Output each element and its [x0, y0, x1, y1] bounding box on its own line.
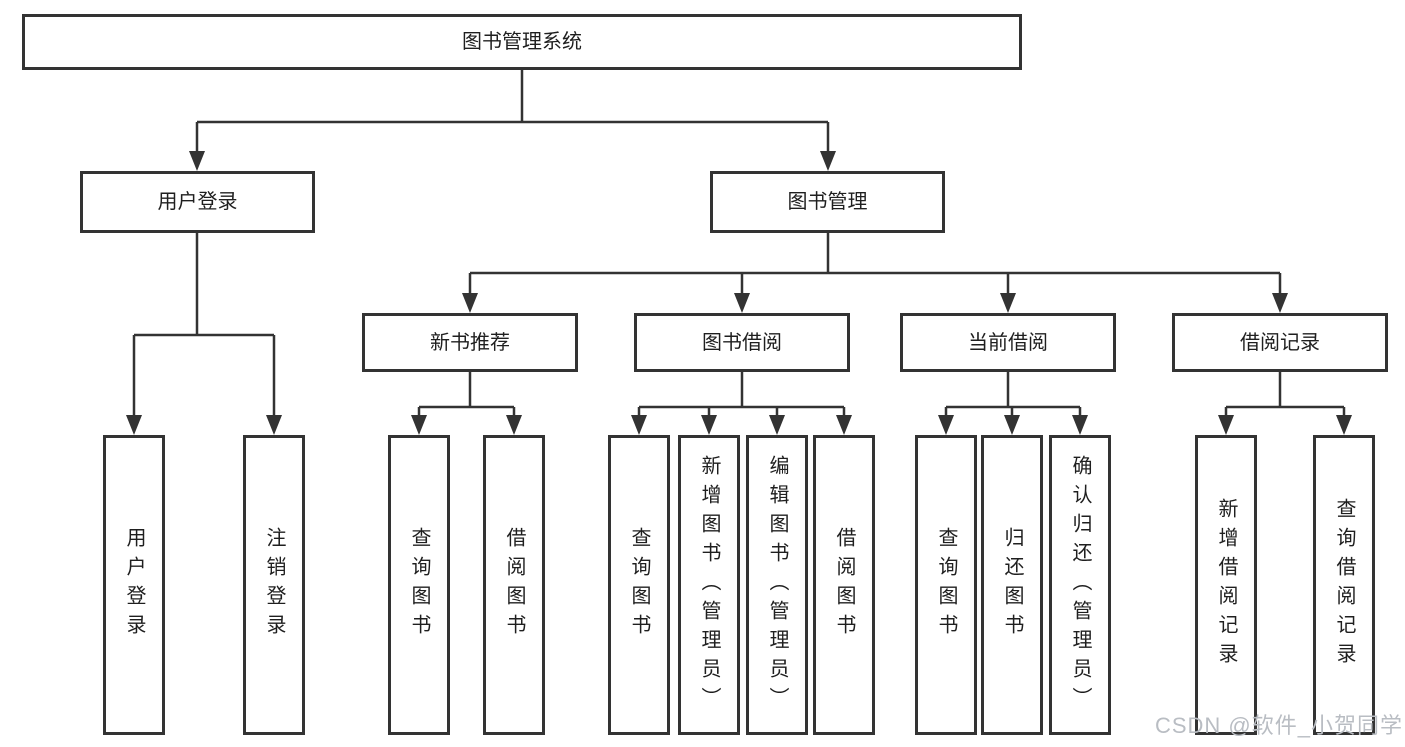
leaf-query-borrow-record: 查询借阅记录 [1313, 435, 1375, 735]
leaf-user-login: 用户登录 [103, 435, 165, 735]
leaf-logout: 注销登录 [243, 435, 305, 735]
node-user-login-label: 用户登录 [157, 191, 238, 213]
node-borrow-records-label: 借阅记录 [1240, 331, 1320, 354]
leaf-return-books: 归还图书 [981, 435, 1043, 735]
leaf-borrow-query-books: 查询图书 [608, 435, 670, 735]
leaf-add-borrow-record-label: 新增借阅记录 [1215, 498, 1237, 672]
leaf-current-query-books: 查询图书 [915, 435, 977, 735]
node-root-label: 图书管理系统 [462, 31, 582, 53]
leaf-borrow-books: 借阅图书 [813, 435, 875, 735]
leaf-borrow-books-label: 借阅图书 [833, 527, 855, 643]
leaf-return-books-label: 归还图书 [1001, 527, 1023, 643]
leaf-borrow-query-books-label: 查询图书 [628, 527, 650, 643]
leaf-add-borrow-record: 新增借阅记录 [1195, 435, 1257, 735]
node-book-management: 图书管理 [710, 171, 945, 233]
csdn-watermark: CSDN @软件_小贺同学 [1154, 713, 1403, 738]
leaf-recommend-query-books-label: 查询图书 [408, 527, 430, 643]
node-book-borrow: 图书借阅 [634, 313, 850, 372]
leaf-user-login-label: 用户登录 [123, 527, 145, 643]
node-current-borrow-label: 当前借阅 [968, 331, 1048, 354]
leaf-current-query-books-label: 查询图书 [935, 527, 957, 643]
leaf-query-borrow-record-label: 查询借阅记录 [1333, 498, 1355, 672]
leaf-edit-books-admin-label: 编辑图书（管理员） [766, 454, 788, 716]
leaf-confirm-return-admin-label: 确认归还（管理员） [1069, 454, 1091, 716]
leaf-add-books-admin: 新增图书（管理员） [678, 435, 740, 735]
leaf-add-books-admin-label: 新增图书（管理员） [698, 454, 720, 716]
leaf-logout-label: 注销登录 [263, 527, 285, 643]
leaf-recommend-query-books: 查询图书 [388, 435, 450, 735]
node-new-book-recommend-label: 新书推荐 [430, 331, 510, 354]
leaf-edit-books-admin: 编辑图书（管理员） [746, 435, 808, 735]
node-user-login: 用户登录 [80, 171, 315, 233]
node-root: 图书管理系统 [22, 14, 1022, 70]
leaf-recommend-borrow-books: 借阅图书 [483, 435, 545, 735]
node-book-borrow-label: 图书借阅 [702, 331, 782, 354]
node-borrow-records: 借阅记录 [1172, 313, 1388, 372]
node-current-borrow: 当前借阅 [900, 313, 1116, 372]
leaf-confirm-return-admin: 确认归还（管理员） [1049, 435, 1111, 735]
node-new-book-recommend: 新书推荐 [362, 313, 578, 372]
leaf-recommend-borrow-books-label: 借阅图书 [503, 527, 525, 643]
node-book-management-label: 图书管理 [787, 191, 868, 213]
